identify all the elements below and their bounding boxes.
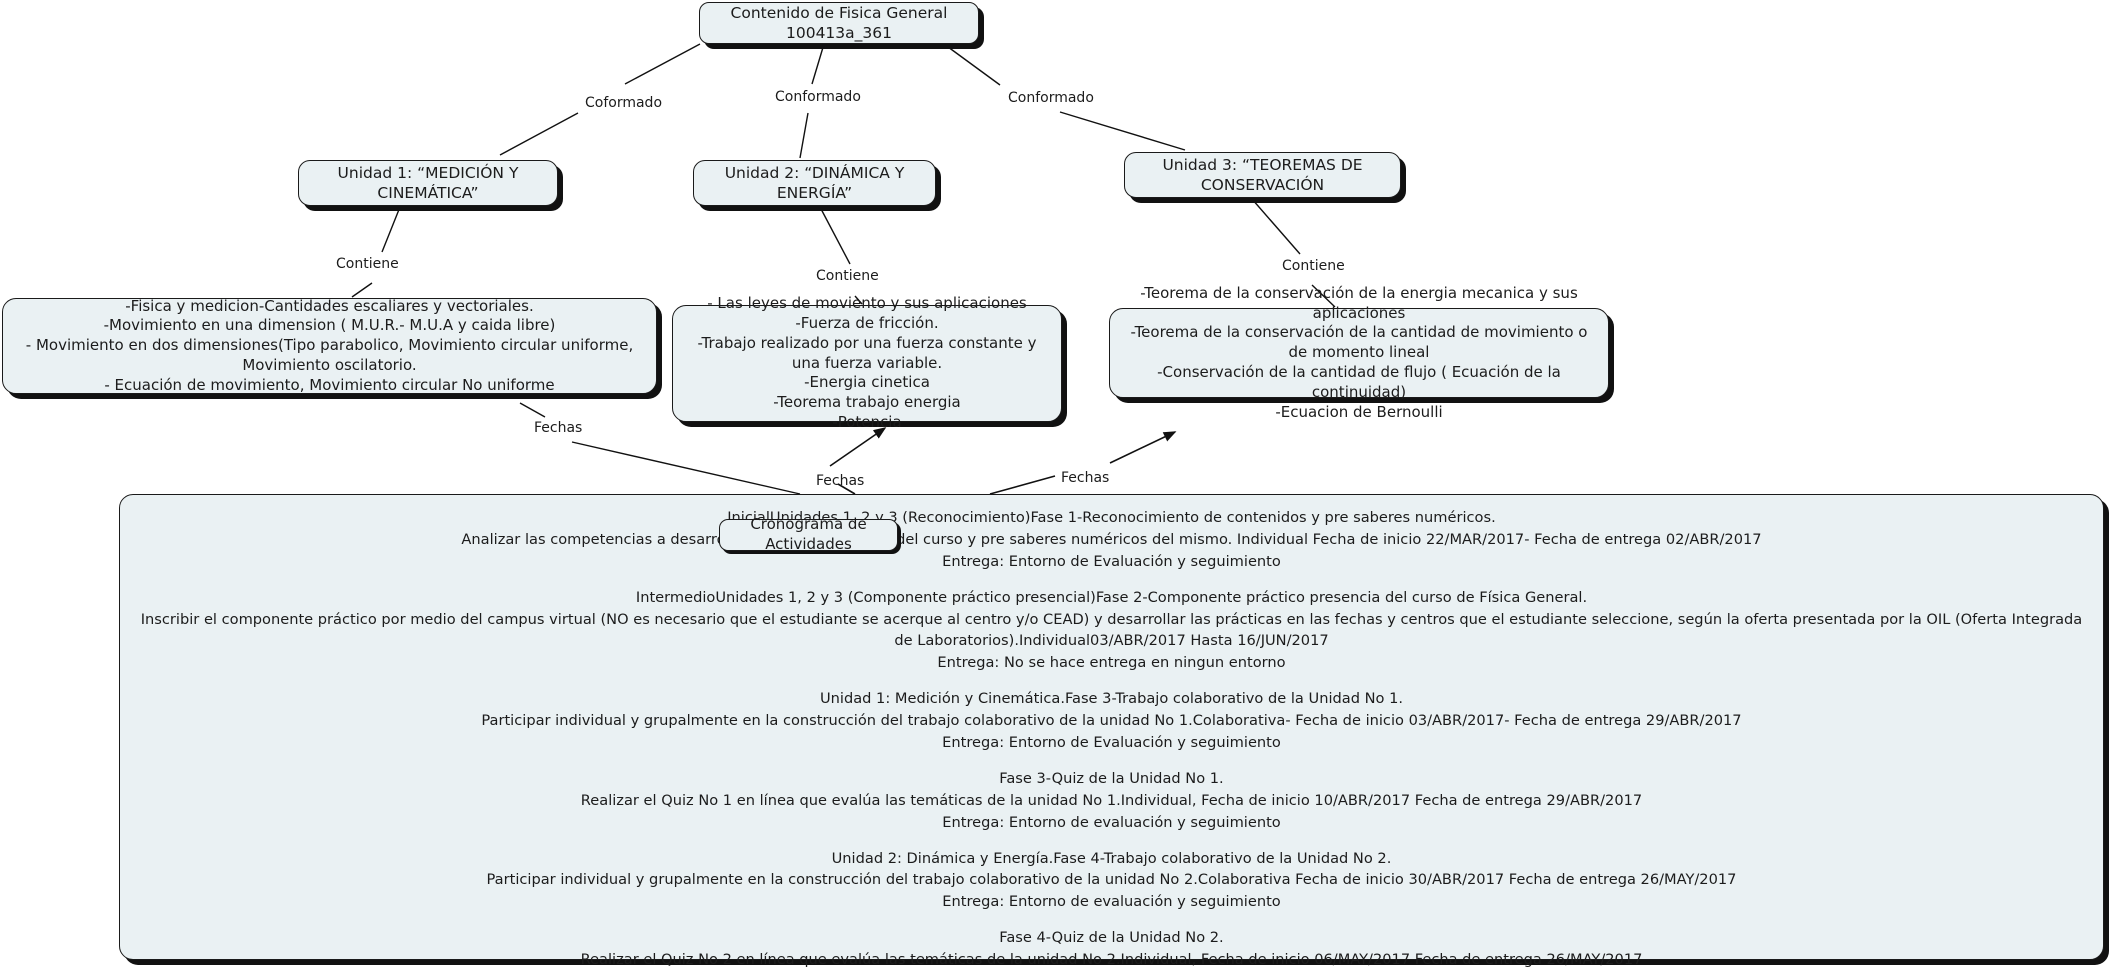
edge-label-conformado-3: Conformado xyxy=(1008,90,1094,106)
schedule-block-title: IntermedioUnidades 1, 2 y 3 (Componente … xyxy=(635,588,1588,606)
schedule-block-detail: Participar individual y grupalmente en l… xyxy=(486,871,1737,889)
edge-label-conformado-2: Conformado xyxy=(775,89,861,105)
node-unit-2-label: Unidad 2: “DINÁMICA Y ENERGÍA” xyxy=(724,163,905,202)
schedule-block-title: InicialUnidades 1, 2 y 3 (Reconocimiento… xyxy=(727,509,1496,526)
schedule-block-detail: Analizar las competencias a desarrollar … xyxy=(461,530,1762,548)
schedule-block: IntermedioUnidades 1, 2 y 3 (Componente … xyxy=(130,587,2093,675)
schedule-block-detail: Participar individual y grupalmente en l… xyxy=(481,712,1742,730)
edge-label-fechas-3: Fechas xyxy=(1061,470,1110,486)
edge-label-contiene-3: Contiene xyxy=(1282,258,1345,274)
node-unit-3-label: Unidad 3: “TEOREMAS DE CONSERVACIÓN xyxy=(1162,155,1363,194)
node-course-content-root[interactable]: Contenido de Fisica General 100413a_361 xyxy=(699,2,979,44)
node-unit-2[interactable]: Unidad 2: “DINÁMICA Y ENERGÍA” xyxy=(693,160,936,206)
schedule-block-detail: Inscribir el componente práctico por med… xyxy=(140,610,2083,650)
node-unit-2-contents-text: - Las leyes de moviento y sus aplicacion… xyxy=(697,294,1037,431)
schedule-block-title: Fase 3-Quiz de la Unidad No 1. xyxy=(999,769,1224,787)
node-unit-3[interactable]: Unidad 3: “TEOREMAS DE CONSERVACIÓN xyxy=(1124,152,1401,198)
schedule-blocks-container: InicialUnidades 1, 2 y 3 (Reconocimiento… xyxy=(130,507,2093,970)
schedule-block: Fase 4-Quiz de la Unidad No 2. Realizar … xyxy=(130,927,2093,970)
node-root-label: Contenido de Fisica General 100413a_361 xyxy=(730,3,948,42)
schedule-block: Unidad 1: Medición y Cinemática.Fase 3-T… xyxy=(130,688,2093,754)
node-cronograma-de-actividades[interactable]: Cronograma de Actividades xyxy=(719,515,898,553)
node-unit-1-label: Unidad 1: “MEDICIÓN Y CINEMÁTICA” xyxy=(337,163,519,202)
schedule-block-delivery: Entrega: Entorno de evaluación y seguimi… xyxy=(942,813,1281,831)
schedule-block: InicialUnidades 1, 2 y 3 (Reconocimiento… xyxy=(130,507,2093,573)
edge-label-contiene-1: Contiene xyxy=(336,256,399,272)
schedule-block-title: Fase 4-Quiz de la Unidad No 2. xyxy=(999,929,1224,947)
schedule-block: Fase 3-Quiz de la Unidad No 1. Realizar … xyxy=(130,768,2093,834)
edge-label-fechas-2: Fechas xyxy=(816,473,865,489)
edge-label-conformado-1: Coformado xyxy=(585,95,663,111)
node-unit-2-contents[interactable]: - Las leyes de moviento y sus aplicacion… xyxy=(672,294,1062,431)
schedule-block-delivery: Entrega: Entorno de Evaluación y seguimi… xyxy=(942,734,1281,752)
node-unit-1-contents-text: -Fisica y medicion-Cantidades escaliares… xyxy=(25,296,634,394)
edge-unit2-to-content2 xyxy=(819,206,863,305)
edge-label-contiene-2: Contiene xyxy=(816,268,879,284)
edge-label-fechas-1: Fechas xyxy=(534,420,583,436)
node-unit-3-contents[interactable]: -Teorema de la conservación de la energi… xyxy=(1109,284,1609,421)
schedule-block-detail: Realizar el Quiz No 1 en línea que evalú… xyxy=(580,791,1643,809)
node-unit-1[interactable]: Unidad 1: “MEDICIÓN Y CINEMÁTICA” xyxy=(298,160,558,206)
schedule-block-delivery: Entrega: Entorno de Evaluación y seguimi… xyxy=(942,552,1281,570)
schedule-block-delivery: Entrega: No se hace entrega en ningun en… xyxy=(937,654,1286,672)
schedule-block: Unidad 2: Dinámica y Energía.Fase 4-Trab… xyxy=(130,848,2093,914)
node-unit-3-contents-text: -Teorema de la conservación de la energi… xyxy=(1130,283,1588,421)
schedule-block-title: Unidad 1: Medición y Cinemática.Fase 3-T… xyxy=(819,690,1404,708)
schedule-block-delivery: Entrega: Entorno de evaluación y seguimi… xyxy=(942,893,1281,911)
edge-unit1-to-content1 xyxy=(351,206,401,298)
schedule-block-detail: Realizar el Quiz No 2 en línea que evalú… xyxy=(580,951,1643,969)
schedule-block-title: Unidad 2: Dinámica y Energía.Fase 4-Trab… xyxy=(831,849,1392,867)
node-cronograma-label: Cronograma de Actividades xyxy=(750,515,867,553)
node-schedule-of-activities[interactable]: InicialUnidades 1, 2 y 3 (Reconocimiento… xyxy=(119,494,2104,968)
node-unit-1-contents[interactable]: -Fisica y medicion-Cantidades escaliares… xyxy=(2,296,657,394)
